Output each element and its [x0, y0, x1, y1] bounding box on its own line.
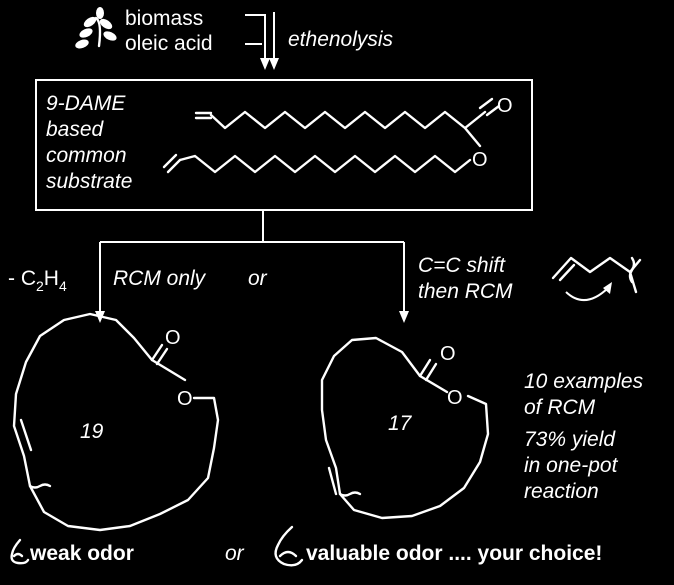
feedstock-line2: oleic acid — [125, 32, 213, 55]
double-bond-shift-sketch — [551, 256, 642, 301]
leaf-icon — [75, 7, 117, 49]
substrate-line3: common — [46, 144, 127, 167]
ethenolysis-arrow — [245, 12, 279, 70]
results-line1: 10 examples — [524, 370, 644, 393]
feedstock-line1: biomass — [125, 7, 203, 30]
ring-size-17: 17 — [388, 412, 413, 435]
weak-odor-label: weak odor — [29, 542, 134, 565]
diester-structure: O O — [162, 95, 513, 174]
results-line2: of RCM — [524, 396, 596, 419]
macrolactone-19: O O 19 — [12, 312, 220, 532]
carbonyl-oxygen: O — [497, 95, 513, 117]
ester-oxygen-17: O — [447, 387, 463, 409]
ester-oxygen-19: O — [177, 388, 193, 410]
substrate-line4: substrate — [46, 170, 132, 193]
substrate-box — [35, 79, 533, 211]
branch-or-label: or — [248, 267, 268, 290]
results-line4: in one-pot — [524, 454, 619, 477]
shift-label-line1: C=C shift — [418, 254, 506, 277]
shift-label-line2: then RCM — [418, 280, 513, 303]
rcm-only-label: RCM only — [113, 267, 207, 290]
large-nose-icon — [274, 525, 304, 567]
byproduct-label: - C2H4 — [8, 267, 67, 294]
results-line5: reaction — [524, 480, 599, 503]
ring-size-19: 19 — [80, 420, 104, 443]
small-nose-icon — [10, 538, 30, 565]
carbonyl-oxygen-19: O — [165, 327, 181, 349]
process-label: ethenolysis — [288, 28, 394, 51]
macrolactone-17: O O 17 — [320, 336, 490, 520]
substrate-line1: 9-DAME — [46, 92, 126, 115]
carbonyl-oxygen-17: O — [440, 343, 456, 365]
footer-or-label: or — [225, 542, 245, 565]
substrate-line2: based — [46, 118, 105, 141]
results-line3: 73% yield — [524, 428, 616, 451]
ester-oxygen: O — [472, 149, 488, 171]
valuable-odor-label: valuable odor .... your choice! — [306, 542, 602, 565]
